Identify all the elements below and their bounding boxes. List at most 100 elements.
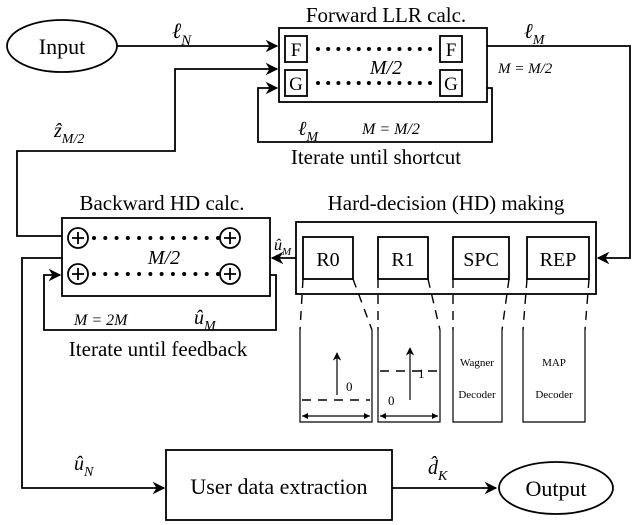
dot (316, 47, 320, 51)
dot (346, 47, 351, 51)
dot (407, 47, 412, 51)
edge-backward-extraction (21, 257, 166, 495)
hd-node-rep-label: REP (540, 249, 577, 271)
dot (377, 81, 382, 85)
dot (159, 236, 164, 240)
edge-label-uhat-m: ûM (274, 237, 292, 258)
backward-size-label: M/2 (147, 247, 180, 269)
dot (356, 81, 361, 85)
hd-node-r1-label: R1 (391, 249, 414, 271)
spc-line1: Wagner (460, 357, 494, 369)
dot (356, 47, 361, 51)
dot (170, 236, 175, 240)
hd-node-r0-label: R0 (316, 249, 339, 271)
dot (387, 81, 392, 85)
forward-title: Forward LLR calc. (306, 3, 466, 27)
dot (92, 272, 96, 276)
forward-cell-f-right (439, 35, 463, 63)
dot (92, 236, 96, 240)
forward-cell-g-left (284, 69, 308, 97)
dot (428, 47, 432, 51)
dot (193, 272, 198, 276)
dot (316, 81, 320, 85)
backward-loop (43, 268, 277, 331)
edge-label-dhat: d̂K (428, 455, 448, 484)
dot (326, 47, 331, 51)
dot (103, 236, 108, 240)
circled-plus-icon (67, 263, 89, 285)
circled-plus-icon (67, 227, 89, 249)
dot (137, 236, 142, 240)
dot (407, 81, 412, 85)
spc-line2: Decoder (458, 389, 496, 401)
forward-loop-eq: M = M/2 (361, 121, 420, 138)
edge-label-m-half: M = M/2 (497, 61, 553, 77)
dot (103, 272, 108, 276)
dot (204, 236, 209, 240)
expansion-lines (299, 278, 590, 331)
edge-backward-forward (16, 62, 279, 237)
dot (204, 272, 209, 276)
edge-label-zhat: ẑM/2 (53, 120, 84, 147)
output-label: Output (525, 476, 586, 501)
extraction-label: User data extraction (190, 474, 367, 499)
dot (397, 81, 402, 85)
hd-title: Hard-decision (HD) making (328, 191, 565, 215)
edge-forward-hd (487, 45, 631, 265)
dot (125, 272, 130, 276)
backward-dots-top (92, 236, 220, 240)
forward-loop-l: ℓM (298, 118, 319, 145)
backward-title: Backward HD calc. (79, 191, 244, 215)
dot (159, 272, 164, 276)
forward-cell-f-left-label: F (291, 40, 302, 61)
dot (216, 272, 220, 276)
output-node (498, 461, 614, 515)
spc-detail (452, 330, 503, 423)
dot (148, 272, 153, 276)
edge-label-l-n: ℓN (172, 18, 192, 49)
hd-node-r1 (377, 236, 429, 280)
backward-loop-u: ûM (194, 307, 217, 334)
dot (182, 272, 187, 276)
dot (193, 236, 198, 240)
forward-cell-f-left (284, 35, 308, 63)
rep-detail (522, 330, 586, 423)
dot (170, 272, 175, 276)
dot (428, 81, 432, 85)
r1-value-top: 1 (418, 366, 425, 381)
dot (336, 47, 341, 51)
dot (387, 47, 392, 51)
backward-loop-eq: M = 2M (73, 312, 129, 329)
dot (417, 47, 422, 51)
r0-value: 0 (346, 379, 353, 394)
forward-cell-f-right-label: F (446, 40, 457, 61)
forward-dots-bottom (316, 81, 432, 85)
backward-caption: Iterate until feedback (69, 337, 248, 361)
hd-node-spc-label: SPC (463, 249, 499, 271)
dot (125, 236, 130, 240)
dot (114, 236, 119, 240)
forward-cell-g-left-label: G (289, 74, 303, 95)
dot (182, 236, 187, 240)
dot (216, 236, 220, 240)
forward-dots-top (316, 47, 432, 51)
dot (417, 81, 422, 85)
circled-plus-icon (219, 227, 241, 249)
dot (336, 81, 341, 85)
edge-label-l-m: ℓM (524, 19, 546, 48)
dot (366, 81, 371, 85)
forward-size-label: M/2 (369, 57, 402, 79)
dot (377, 47, 382, 51)
hd-node-rep (526, 236, 590, 280)
rep-line1: MAP (542, 357, 566, 369)
user-data-extraction-block (165, 449, 393, 521)
dot (114, 272, 119, 276)
forward-caption: Iterate until shortcut (291, 145, 461, 169)
forward-cell-g-right-label: G (444, 74, 458, 95)
forward-loop (257, 81, 493, 143)
dot (366, 47, 371, 51)
r1-detail (377, 330, 441, 423)
rep-line2: Decoder (535, 389, 573, 401)
backward-dots-bottom (92, 272, 220, 276)
